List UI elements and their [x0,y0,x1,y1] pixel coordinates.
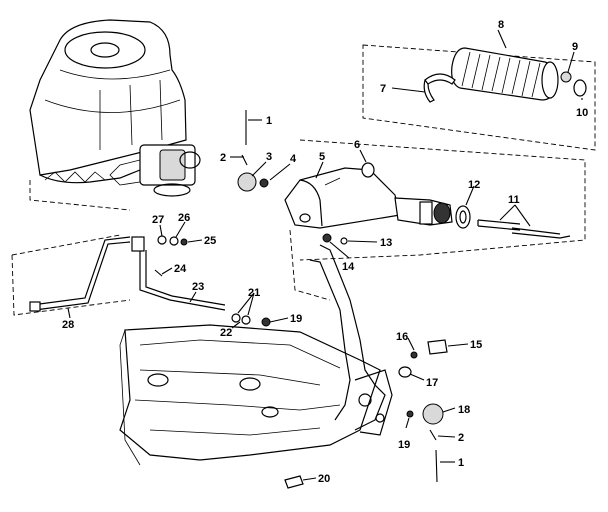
grip-cap [573,79,587,97]
rod-spring-washer [169,236,179,246]
callout-5: 5 [319,151,325,163]
link-nut [261,317,271,327]
upper-nut [259,178,269,188]
callout-27: 27 [152,214,164,226]
tiller-plug [361,162,375,178]
bracket-washer [398,366,412,378]
callout-14: 14 [342,261,355,273]
link-washer-a [231,313,241,323]
tiller-handle [284,167,453,229]
rod-nut-upper [180,238,188,246]
callout-labels: 8 9 7 10 1 2 3 4 5 6 12 11 13 14 27 26 2… [62,19,588,485]
throttle-link-rod [131,236,226,311]
bracket-nut [410,351,418,359]
leader-lines [67,29,583,481]
throttle-shaft [477,219,571,239]
bracket-bolt [427,339,448,355]
pan-screw [284,475,304,489]
throttle-grip [451,47,559,101]
tiller-bolt [322,233,332,243]
lower-nut [406,410,414,418]
carburetor [109,144,201,197]
grip-nut [560,71,572,83]
engine-group-outline [29,180,131,211]
callout-2-lower: 2 [458,432,464,444]
upper-pulley [237,172,257,192]
callout-1-upper: 1 [266,115,272,127]
handle-group-outline [299,139,586,261]
lower-pan [119,324,381,466]
callout-9: 9 [572,41,578,53]
lower-cotter-pin [429,429,437,441]
rod-clip [154,269,163,277]
lower-pin [435,449,438,483]
callout-28: 28 [62,319,74,331]
callout-1-lower: 1 [458,457,464,469]
callout-19-lower: 19 [398,439,410,451]
link-washer-b [241,315,251,325]
callout-10: 10 [576,107,588,119]
rod-washer [157,235,167,245]
callout-18: 18 [458,404,470,416]
callout-7: 7 [380,83,386,95]
shift-bracket [309,244,393,436]
callout-24: 24 [174,263,187,275]
callout-11: 11 [508,194,520,206]
callout-25: 25 [204,235,216,247]
grip-bushing [423,73,456,103]
bracket-group-outline [289,229,331,301]
shift-link-rod [29,236,131,312]
callout-17: 17 [426,377,438,389]
callout-19-mid: 19 [290,313,302,325]
callout-23: 23 [192,281,204,293]
callout-12: 12 [468,179,480,191]
grip-group-outline [362,44,596,151]
callout-15: 15 [470,339,482,351]
linkage-group-outline [11,234,131,316]
callout-6: 6 [354,139,360,151]
engine-powerhead [29,19,187,184]
callout-8: 8 [498,19,504,31]
callout-13: 13 [380,237,392,249]
lower-pulley [422,403,444,425]
tiller-washer [340,237,348,245]
tiller-seal [455,205,471,229]
callout-2-upper: 2 [220,152,226,164]
callout-16: 16 [396,331,408,343]
callout-26: 26 [178,212,190,224]
callout-4: 4 [290,153,297,165]
callout-3: 3 [266,151,272,163]
callout-21: 21 [248,287,260,299]
callout-22: 22 [220,327,232,339]
callout-20: 20 [318,473,330,485]
